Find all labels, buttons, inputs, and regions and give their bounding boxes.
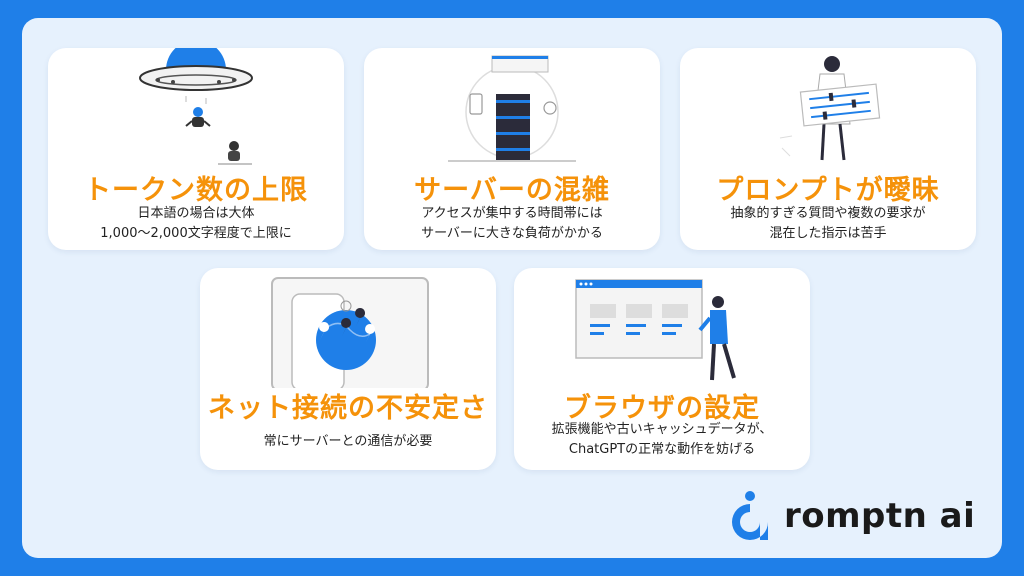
card-description-line: 拡張機能や古いキャッシュデータが、 (551, 422, 773, 437)
ufo-icon (48, 48, 344, 168)
card-description-line: 1,000〜2,000文字程度で上限に (100, 226, 292, 241)
card-title: ネット接続の不安定さ (208, 393, 488, 424)
card-description-line: 日本語の場合は大体 (137, 206, 255, 221)
card-title: ブラウザの設定 (564, 393, 760, 424)
logo-text: romptn ai (784, 496, 976, 536)
romptn-logo-icon (732, 491, 768, 540)
card-vague-prompt: プロンプトが曖昧 抽象的すぎる質問や複数の要求が 混在した指示は苦手 (680, 48, 976, 250)
browser-presentation-icon (514, 268, 810, 388)
card-title: サーバーの混雑 (414, 175, 610, 206)
card-server-congestion: サーバーの混雑 アクセスが集中する時間帯には サーバーに大きな負荷がかかる (364, 48, 660, 250)
card-title: トークン数の上限 (84, 175, 308, 206)
romptn-logo: romptn ai (726, 488, 976, 544)
card-description-line: アクセスが集中する時間帯には (421, 206, 603, 221)
server-icon (364, 48, 660, 168)
card-description-line: 抽象的すぎる質問や複数の要求が (730, 206, 926, 221)
card-description-line: 常にサーバーとの通信が必要 (263, 434, 433, 449)
card-description: 抽象的すぎる質問や複数の要求が 混在した指示は苦手 (680, 204, 976, 244)
card-browser-settings: ブラウザの設定 拡張機能や古いキャッシュデータが、 ChatGPTの正常な動作を… (514, 268, 810, 470)
card-description: 常にサーバーとの通信が必要 (200, 432, 496, 452)
card-description: 拡張機能や古いキャッシュデータが、 ChatGPTの正常な動作を妨げる (514, 420, 810, 460)
card-description-line: サーバーに大きな負荷がかかる (421, 226, 603, 241)
card-description-line: 混在した指示は苦手 (769, 226, 887, 241)
card-description: 日本語の場合は大体 1,000〜2,000文字程度で上限に (48, 204, 344, 244)
card-description-line: ChatGPTの正常な動作を妨げる (568, 442, 756, 457)
card-title: プロンプトが曖昧 (716, 175, 940, 206)
sliders-board-icon (680, 48, 976, 168)
card-token-limit: トークン数の上限 日本語の場合は大体 1,000〜2,000文字程度で上限に (48, 48, 344, 250)
globe-map-icon (200, 268, 496, 391)
card-description: アクセスが集中する時間帯には サーバーに大きな負荷がかかる (364, 204, 660, 244)
card-unstable-network: ネット接続の不安定さ 常にサーバーとの通信が必要 (200, 268, 496, 470)
